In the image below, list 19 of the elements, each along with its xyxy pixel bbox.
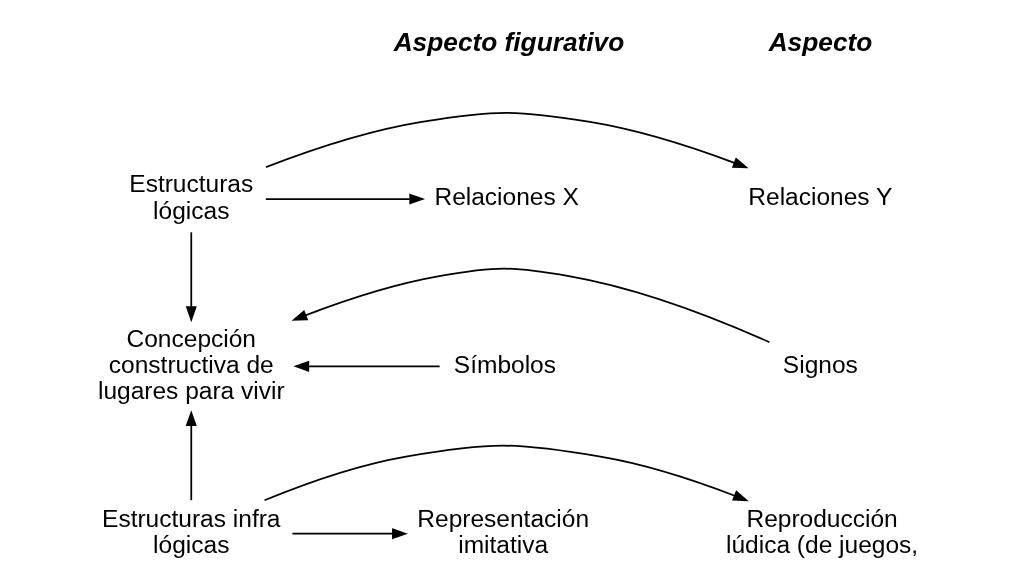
arrow: [291, 267, 771, 343]
arrow: [263, 444, 749, 502]
arrow: [264, 193, 426, 205]
node-text: Estructuras infra lógicas: [102, 505, 281, 559]
node-text: Reproducción lúdica (de juegos,: [726, 505, 919, 559]
arrow: [185, 231, 197, 323]
label: Aspecto figurativo: [393, 26, 625, 57]
arrow: [265, 112, 749, 169]
node-text: Relaciones X: [434, 183, 579, 211]
label: Aspecto: [768, 26, 873, 57]
arrow: [185, 410, 197, 502]
node-text: Estructuras lógicas: [129, 170, 254, 224]
node-text: Símbolos: [453, 350, 557, 378]
node-text: Signos: [782, 350, 858, 378]
node-text: Relaciones Y: [748, 183, 893, 211]
arrow: [291, 528, 408, 540]
node-text: Representación imitativa: [417, 505, 590, 559]
arrow: [293, 360, 441, 372]
node-text: Concepción constructiva de lugares para vivir: [97, 324, 285, 405]
